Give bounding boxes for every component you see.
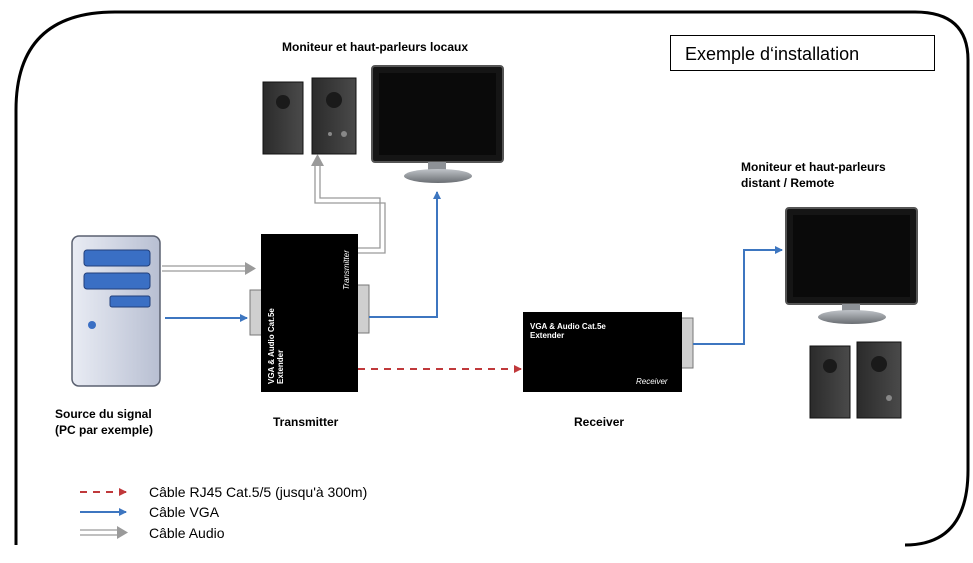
source-label-line2: (PC par exemple) <box>55 423 154 437</box>
transmitter-device-line2: Extender <box>276 349 285 384</box>
remote-monitor-label-line1: Moniteur et haut-parleurs <box>741 160 886 174</box>
legend-vga-text: Câble VGA <box>149 504 220 520</box>
local-monitor-label: Moniteur et haut-parleurs locaux <box>282 40 469 54</box>
legend-audio-symbol <box>80 526 128 539</box>
vga-cable-transmitter-to-monitor <box>369 191 441 318</box>
legend-audio-text: Câble Audio <box>149 525 225 541</box>
audio-cable-transmitter-to-speakers <box>311 154 386 254</box>
audio-cable-pc-to-transmitter <box>162 262 256 275</box>
outer-frame <box>14 10 970 547</box>
receiver-corner-label: Receiver <box>636 377 668 386</box>
receiver-device-line1: VGA & Audio Cat.5e <box>530 322 606 331</box>
remote-monitor-icon <box>785 207 918 324</box>
pc-tower-icon <box>71 235 161 387</box>
transmitter-label: Transmitter <box>273 415 339 429</box>
remote-speakers-icon <box>809 341 902 419</box>
receiver-label: Receiver <box>574 415 625 429</box>
local-speakers-icon <box>262 77 357 155</box>
transmitter-device-line1: VGA & Audio Cat.5e <box>267 308 276 384</box>
vga-cable-receiver-to-monitor <box>693 246 783 345</box>
transmitter-device-text: VGA & Audio Cat.5e Extender <box>267 294 285 384</box>
legend-rj45-text: Câble RJ45 Cat.5/5 (jusqu'à 300m) <box>149 484 368 500</box>
receiver-device <box>523 312 694 392</box>
transmitter-side-label: Transmitter <box>342 250 351 290</box>
local-monitor-icon <box>371 65 504 183</box>
receiver-device-line2: Extender <box>530 331 565 340</box>
diagram-title: Exemple d‘installation <box>670 35 935 71</box>
remote-monitor-label-line2: distant / Remote <box>741 176 835 190</box>
transmitter-device <box>249 234 370 392</box>
source-label-line1: Source du signal <box>55 407 152 421</box>
